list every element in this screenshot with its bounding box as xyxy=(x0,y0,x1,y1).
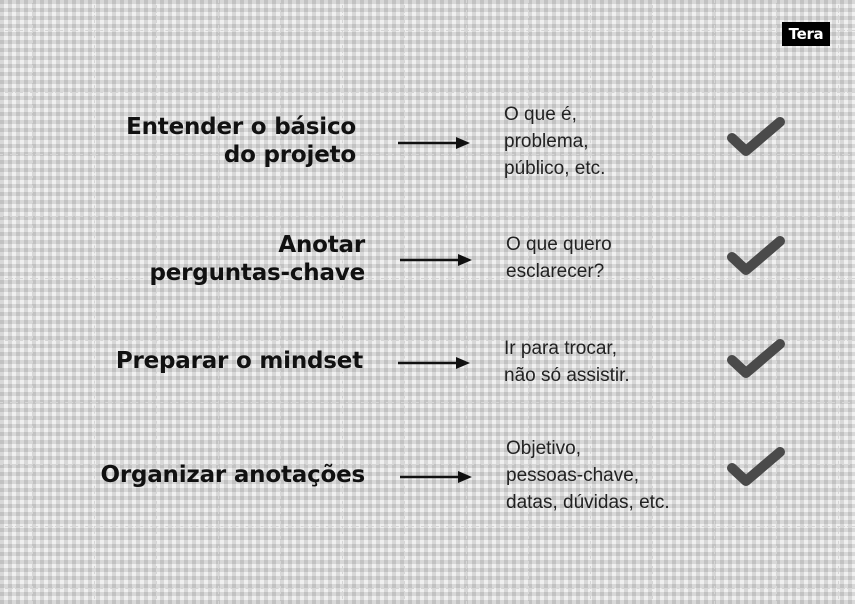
right-arrow-icon xyxy=(398,137,470,149)
checkmark-icon xyxy=(727,339,785,378)
logo-text: Tera xyxy=(788,25,824,43)
right-arrow-icon xyxy=(400,254,472,266)
tera-logo: Tera xyxy=(782,22,830,46)
checkmark-icon xyxy=(727,447,785,486)
checkmark-icon xyxy=(727,117,785,156)
step-description: Ir para trocar, não só assistir. xyxy=(504,338,630,386)
right-arrow-icon xyxy=(400,471,472,483)
checkmark-icon xyxy=(727,236,785,275)
step-description: O que quero esclarecer? xyxy=(506,234,612,282)
step-title: Preparar o mindset xyxy=(115,348,363,374)
step-description: Objetivo, pessoas-chave, datas, dúvidas,… xyxy=(506,438,670,513)
step-title: Anotar perguntas-chave xyxy=(149,232,366,286)
step-title: Entender o básico do projeto xyxy=(126,114,356,168)
step-description: O que é, problema, público, etc. xyxy=(504,104,606,179)
right-arrow-icon xyxy=(398,357,470,369)
step-title: Organizar anotações xyxy=(100,462,365,488)
